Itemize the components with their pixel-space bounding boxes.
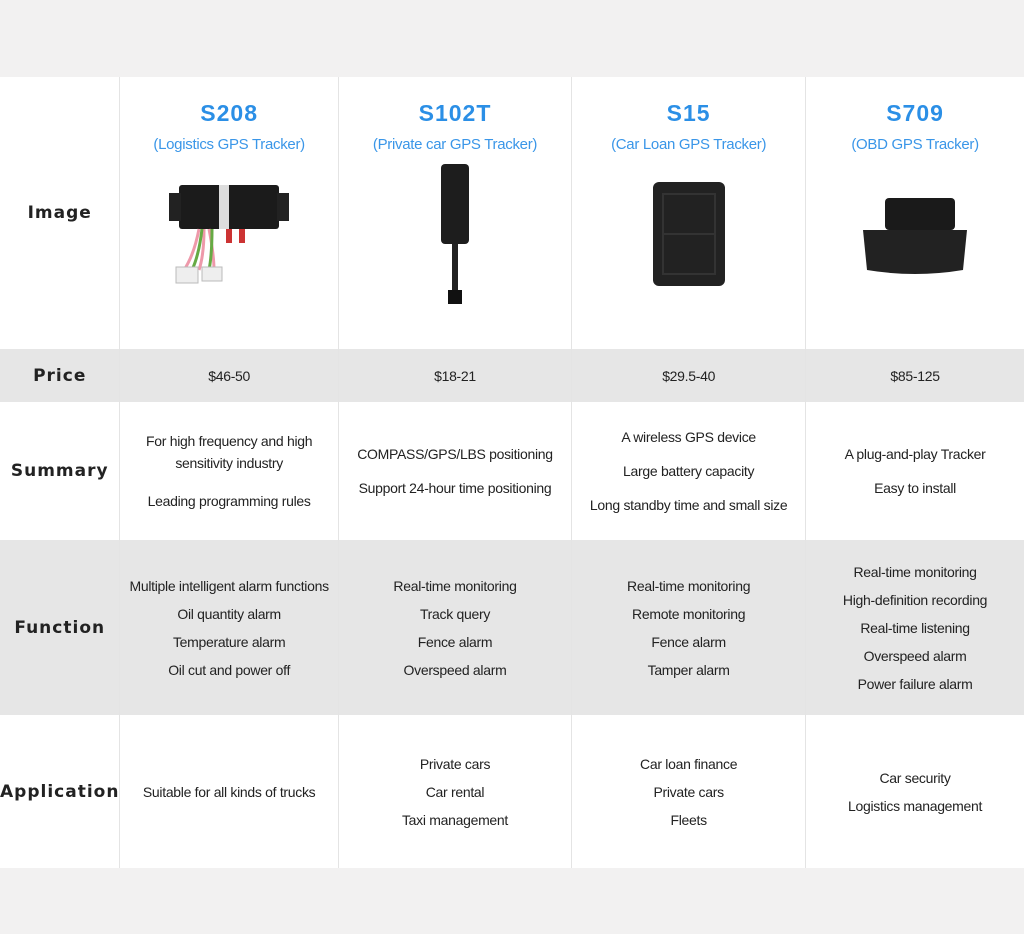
comparison-table: Image S208 (Logistics GPS Tracker) S102T…	[0, 77, 1024, 868]
application-cell: Car security Logistics management	[805, 715, 1024, 868]
summary-line: Easy to install	[874, 480, 956, 496]
function-item: Real-time monitoring	[393, 577, 517, 594]
function-cell: Real-time monitoring Remote monitoring F…	[571, 540, 806, 715]
product-model: S15	[666, 100, 711, 126]
price-value: $46-50	[119, 349, 339, 402]
function-cell: Real-time monitoring Track query Fence a…	[337, 540, 572, 715]
summary-cell: A plug-and-play Tracker Easy to install	[805, 402, 1024, 540]
function-item: Fence alarm	[417, 633, 493, 650]
function-item: Oil quantity alarm	[177, 605, 281, 622]
summary-line: sensitivity industry	[175, 455, 283, 471]
price-value: $29.5-40	[571, 349, 806, 402]
function-cell: Real-time monitoring High-definition rec…	[805, 540, 1024, 715]
summary-line: Support 24-hour time positioning	[358, 480, 552, 496]
product-cell: S208 (Logistics GPS Tracker)	[119, 77, 339, 349]
function-item: Tamper alarm	[647, 661, 730, 678]
summary-cell: COMPASS/GPS/LBS positioning Support 24-h…	[337, 402, 572, 540]
product-subtitle: (Car Loan GPS Tracker)	[611, 136, 767, 153]
product-subtitle: (Private car GPS Tracker)	[372, 136, 538, 153]
summary-line: A wireless GPS device	[621, 429, 756, 445]
summary-line: COMPASS/GPS/LBS positioning	[357, 446, 553, 462]
application-item: Car rental	[425, 783, 485, 800]
function-item: Power failure alarm	[857, 675, 973, 692]
product-cell: S709 (OBD GPS Tracker)	[805, 77, 1024, 349]
summary-line: Large battery capacity	[623, 463, 755, 479]
function-item: Track query	[419, 605, 491, 622]
product-image-s15	[572, 155, 805, 315]
application-cell: Car loan finance Private cars Fleets	[571, 715, 806, 868]
function-item: Remote monitoring	[632, 605, 746, 622]
function-item: Multiple intelligent alarm functions	[129, 577, 329, 594]
summary-row: Summary For high frequency and high sens…	[0, 402, 1024, 540]
function-item: Temperature alarm	[172, 633, 286, 650]
row-label-summary: Summary	[10, 461, 109, 481]
function-item: Overspeed alarm	[863, 647, 967, 664]
application-item: Suitable for all kinds of trucks	[142, 783, 316, 800]
product-subtitle: (OBD GPS Tracker)	[851, 136, 979, 153]
summary-line: Long standby time and small size	[589, 497, 788, 513]
application-item: Car loan finance	[640, 755, 738, 772]
summary-cell: For high frequency and high sensitivity …	[119, 402, 339, 540]
application-item: Taxi management	[401, 811, 508, 828]
application-item: Fleets	[670, 811, 707, 828]
application-item: Private cars	[419, 755, 491, 772]
product-model: S208	[200, 100, 258, 126]
row-label-price: Price	[0, 349, 120, 402]
product-image-s208	[120, 155, 337, 315]
row-label-application: Application	[0, 781, 120, 802]
product-model: S102T	[418, 100, 492, 126]
application-cell: Suitable for all kinds of trucks	[119, 715, 339, 868]
price-value: $85-125	[805, 349, 1024, 402]
summary-cell: A wireless GPS device Large battery capa…	[571, 402, 806, 540]
function-item: High-definition recording	[842, 591, 988, 608]
product-model: S709	[886, 100, 944, 126]
application-item: Private cars	[653, 783, 724, 800]
function-item: Oil cut and power off	[168, 661, 291, 678]
product-subtitle: (Logistics GPS Tracker)	[153, 136, 305, 153]
application-item: Car security	[879, 769, 951, 786]
application-cell: Private cars Car rental Taxi management	[337, 715, 572, 868]
image-row: Image S208 (Logistics GPS Tracker) S102T…	[0, 77, 1024, 349]
summary-line: For high frequency and high	[146, 433, 313, 449]
function-item: Fence alarm	[651, 633, 726, 650]
summary-line: A plug-and-play Tracker	[844, 446, 986, 462]
product-cell: S102T (Private car GPS Tracker)	[337, 77, 572, 349]
row-label-function: Function	[0, 540, 120, 715]
application-row: Application Suitable for all kinds of tr…	[0, 715, 1024, 868]
product-image-s102t	[339, 155, 571, 315]
function-item: Real-time monitoring	[853, 563, 977, 580]
application-item: Logistics management	[848, 797, 983, 814]
price-value: $18-21	[337, 349, 572, 402]
summary-line: Leading programming rules	[147, 493, 311, 509]
function-item: Real-time listening	[860, 619, 970, 636]
function-row: Function Multiple intelligent alarm func…	[0, 540, 1024, 715]
product-cell: S15 (Car Loan GPS Tracker)	[571, 77, 806, 349]
function-item: Real-time monitoring	[627, 577, 751, 594]
product-image-s709	[806, 155, 1024, 315]
price-row: Price $46-50 $18-21 $29.5-40 $85-125	[0, 349, 1024, 402]
function-item: Overspeed alarm	[403, 661, 507, 678]
row-label-image: Image	[27, 203, 92, 223]
function-cell: Multiple intelligent alarm functions Oil…	[119, 540, 339, 715]
